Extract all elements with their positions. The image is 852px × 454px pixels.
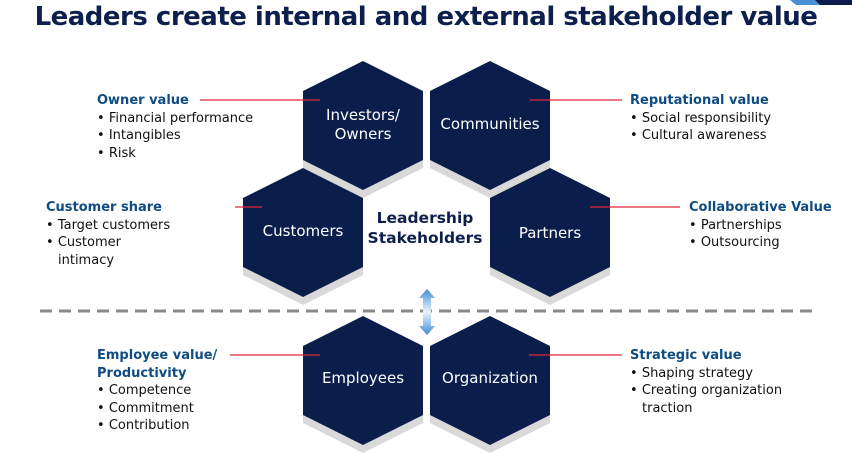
hex-organization: Organization	[442, 369, 538, 387]
hexagon-organization	[430, 316, 550, 445]
block-heading: Owner value	[97, 93, 189, 108]
block-heading: Strategic value	[630, 348, 742, 363]
bullet-item: Commitment	[97, 400, 217, 418]
bullet-item: Cultural awareness	[630, 127, 771, 145]
bullet-item: Creating organization	[630, 382, 782, 400]
bullet-item: Competence	[97, 382, 217, 400]
hexagon-customers	[243, 168, 363, 297]
hex-label-line: Investors/	[326, 106, 400, 124]
bullet-item: Shaping strategy	[630, 365, 782, 383]
hex-communities: Communities	[440, 115, 540, 133]
hex-partners: Partners	[518, 224, 582, 242]
bullet-item: Social responsibility	[630, 110, 771, 128]
block-heading: Customer share	[46, 200, 162, 215]
slide-title: Leaders create internal and external sta…	[34, 2, 818, 32]
hexagon-partners	[490, 168, 610, 297]
bullet-item: Target customers	[46, 217, 170, 235]
employee-value-block: Employee value/ Productivity Competence …	[97, 347, 217, 435]
reputational-value-block: Reputational value Social responsibility…	[630, 92, 771, 145]
bullet-item: Partnerships	[689, 217, 832, 235]
strategic-value-block: Strategic value Shaping strategy Creatin…	[630, 347, 782, 417]
bullet-item: Risk	[97, 145, 253, 163]
hexagon-employees	[303, 316, 423, 445]
double-arrow-icon	[419, 289, 435, 335]
center-label: Leadership Stakeholders	[360, 208, 490, 248]
hexagon-investors	[303, 61, 423, 190]
corner-decoration	[790, 0, 852, 5]
hex-customers: Customers	[262, 222, 344, 240]
block-heading: Productivity	[97, 365, 187, 381]
bullet-item-continuation: traction	[642, 400, 693, 416]
bullet-item: Intangibles	[97, 127, 253, 145]
collaborative-value-block: Collaborative Value Partnerships Outsour…	[689, 199, 832, 252]
block-heading: Reputational value	[630, 93, 769, 108]
bullet-item: Outsourcing	[689, 234, 832, 252]
center-label-line: Stakeholders	[367, 229, 483, 247]
center-label-line: Leadership	[376, 209, 474, 227]
hex-employees: Employees	[321, 369, 405, 387]
owner-value-block: Owner value Financial performance Intang…	[97, 92, 253, 162]
block-heading: Employee value/	[97, 348, 218, 363]
hex-label-line: Owners	[334, 125, 392, 143]
bullet-item: Customer	[46, 234, 170, 252]
bullet-item: Financial performance	[97, 110, 253, 128]
bullet-item: Contribution	[97, 417, 217, 435]
block-heading: Collaborative Value	[689, 200, 832, 215]
hexagon-communities	[430, 61, 550, 190]
hex-investors-owners: Investors/ Owners	[303, 106, 423, 144]
bullet-item-continuation: intimacy	[58, 252, 115, 268]
customer-share-block: Customer share Target customers Customer…	[46, 199, 170, 269]
